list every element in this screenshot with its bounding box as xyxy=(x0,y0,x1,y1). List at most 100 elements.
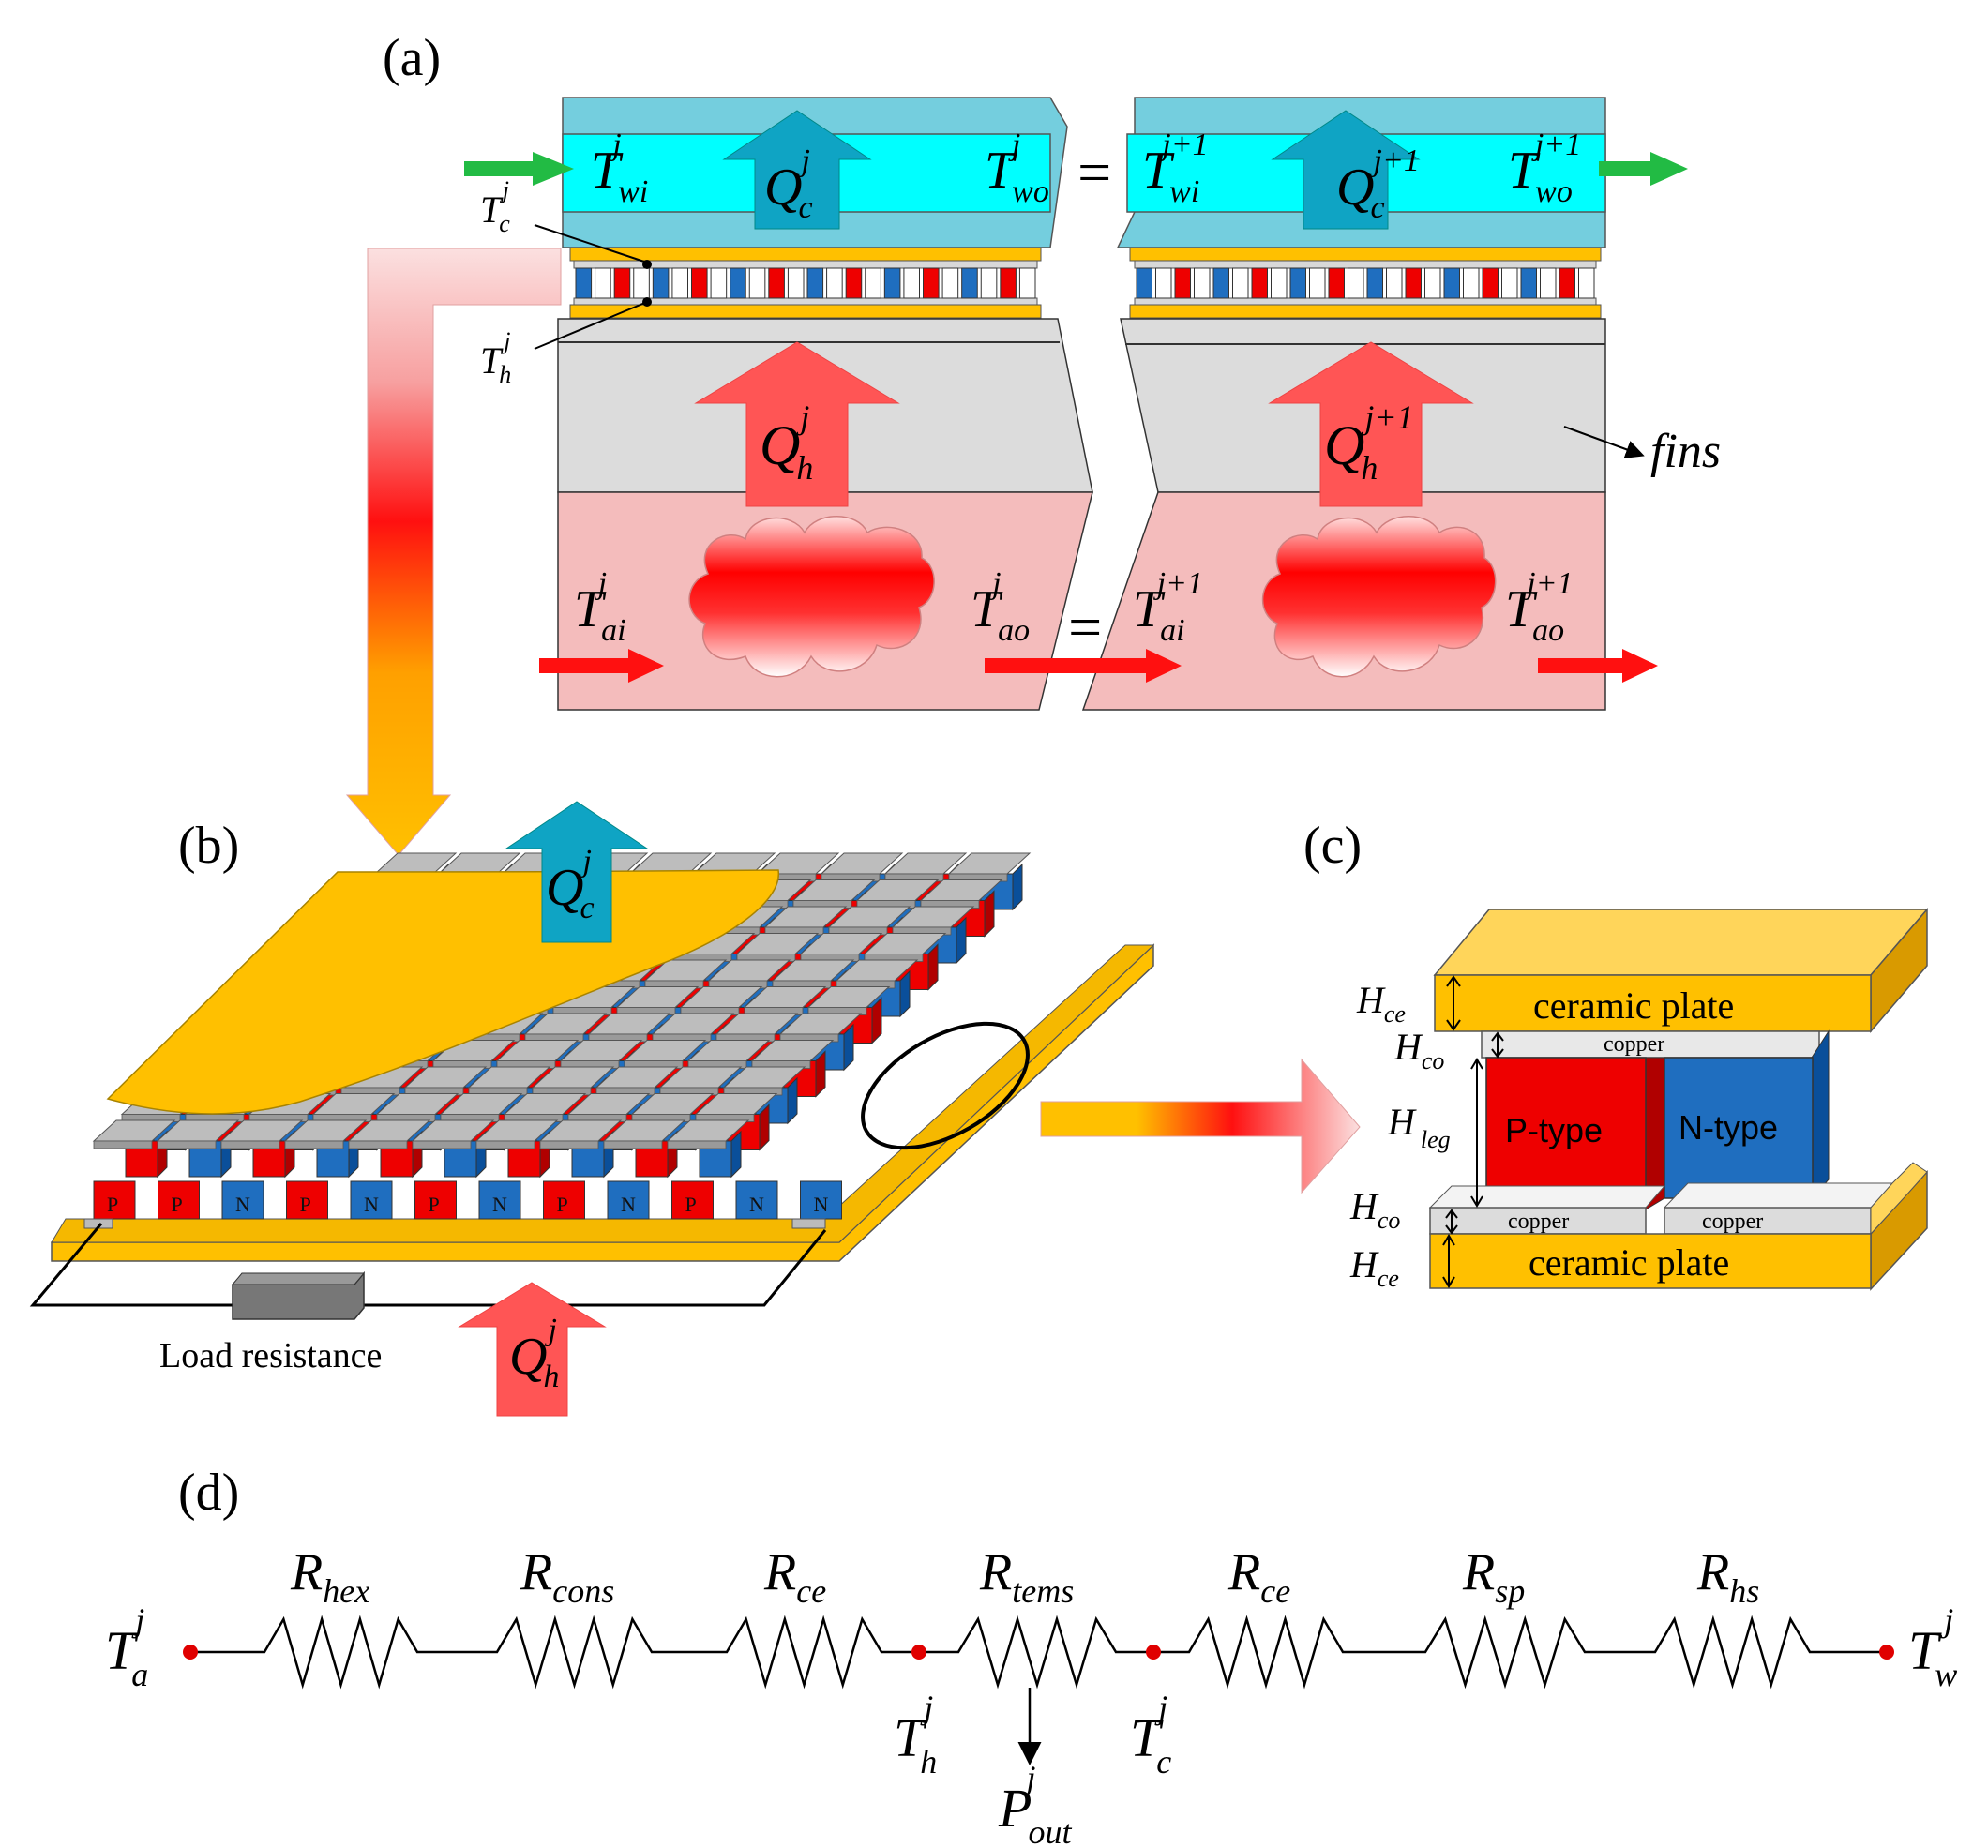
front-leg-letter: P xyxy=(429,1193,440,1216)
te-leg xyxy=(730,267,746,299)
node-dot xyxy=(1879,1645,1894,1660)
te-legs-left xyxy=(573,260,1038,306)
ceramic-bottom-label: ceramic plate xyxy=(1529,1241,1729,1284)
qh-arrow-right xyxy=(1268,341,1474,507)
front-leg xyxy=(607,1180,650,1220)
t-h-node-label: Thj xyxy=(894,1689,937,1780)
te-leg xyxy=(845,267,863,299)
te-leg xyxy=(1212,267,1229,299)
copper-strip xyxy=(1134,297,1597,306)
t-ai-right: Taij+1 xyxy=(1133,566,1203,648)
resistor-label: Rsp xyxy=(1462,1543,1525,1610)
te-leg xyxy=(1000,267,1017,299)
leg-cap-edge xyxy=(539,1140,599,1149)
te-leg xyxy=(671,267,689,299)
load-resistance-label: Load resistance xyxy=(159,1336,382,1375)
te-leg xyxy=(1386,267,1403,299)
leg-side xyxy=(843,1023,854,1072)
leg-side xyxy=(984,890,995,938)
resistor-label: Rhs xyxy=(1696,1543,1759,1610)
resistor-label: Rhex xyxy=(290,1543,369,1610)
zoom-gradient-arrow xyxy=(1040,1058,1361,1194)
ceramic-top-face xyxy=(1433,909,1929,976)
t-c-label: Tcj xyxy=(480,176,510,237)
n-type-label: N-type xyxy=(1679,1108,1778,1147)
copper-br-top xyxy=(1663,1182,1896,1209)
front-leg-letter: N xyxy=(364,1193,379,1216)
qh-arrow-left xyxy=(694,341,900,507)
te-leg xyxy=(748,267,766,299)
te-leg xyxy=(1501,267,1518,299)
leg-cap-edge xyxy=(475,1140,535,1149)
leg-side xyxy=(759,1104,770,1151)
front-leg-letter: N xyxy=(814,1193,829,1216)
equals-water: = xyxy=(1074,139,1114,205)
leg-cap-edge xyxy=(412,1140,472,1149)
bottom-ceramic-top xyxy=(51,944,1155,1243)
leg-side xyxy=(871,997,882,1044)
node-dot xyxy=(1146,1645,1161,1660)
front-leg-letter: N xyxy=(749,1193,764,1216)
water-inlet-arrow xyxy=(464,152,574,186)
front-leg-letter: N xyxy=(621,1193,636,1216)
resistor-label: Rcons xyxy=(520,1543,614,1610)
copper-br-label: copper xyxy=(1702,1209,1763,1234)
front-leg xyxy=(286,1180,328,1220)
front-leg xyxy=(543,1180,585,1220)
te-leg xyxy=(1289,267,1306,299)
th-dot xyxy=(642,297,652,307)
tc-dot xyxy=(642,260,652,269)
terminal-right xyxy=(791,1218,826,1229)
te-leg xyxy=(1424,267,1441,299)
air-outlet-arrow xyxy=(1538,649,1658,683)
te-leg xyxy=(1578,267,1595,299)
te-leg xyxy=(1482,267,1499,299)
te-leg xyxy=(1405,267,1422,299)
p-type-label: P-type xyxy=(1505,1111,1603,1149)
front-leg xyxy=(671,1180,714,1220)
ceramic-bottom-front xyxy=(1429,1233,1872,1289)
te-leg xyxy=(826,267,843,299)
node-labels: Taj Thj Tcj Twj Poutj xyxy=(105,1601,1957,1848)
leg-cap-edge xyxy=(603,1140,663,1149)
te-leg xyxy=(575,267,593,299)
front-leg xyxy=(93,1180,136,1220)
panel-a-label: (a) xyxy=(383,29,441,87)
t-a-label: Taj xyxy=(105,1601,148,1693)
hot-cloud-right xyxy=(1261,516,1497,678)
leg-cap-edge xyxy=(157,1140,217,1149)
te-leg xyxy=(1559,267,1575,299)
t-ai-left: Taij xyxy=(574,566,626,648)
qh-label-right: Qhj+1 xyxy=(1324,398,1414,487)
qc-label-left: Qcj xyxy=(764,143,813,225)
fins-label: fins xyxy=(1650,425,1721,478)
te-leg xyxy=(1348,267,1364,299)
te-leg xyxy=(768,267,785,299)
qh-arrow-b xyxy=(458,1282,607,1417)
leg-side xyxy=(927,943,939,991)
te-legs-right xyxy=(1134,260,1597,306)
panel-a: (a) xyxy=(345,29,1721,856)
t-c-node-label: Tcj xyxy=(1130,1689,1171,1780)
ceramic-top-label: ceramic plate xyxy=(1533,984,1734,1027)
panel-b-label: (b) xyxy=(178,817,239,875)
te-leg xyxy=(710,267,728,299)
leg-side xyxy=(899,969,911,1018)
leg-cap-edge xyxy=(220,1140,280,1149)
front-leg xyxy=(350,1180,393,1220)
te-leg xyxy=(1194,267,1211,299)
te-leg xyxy=(941,267,959,299)
te-leg xyxy=(806,267,824,299)
te-leg xyxy=(1463,267,1480,299)
leg-cap-edge xyxy=(667,1140,727,1149)
te-leg xyxy=(1174,267,1191,299)
panel-c-label: (c) xyxy=(1303,817,1362,875)
copper-bottom-right xyxy=(1664,1207,1872,1235)
te-leg xyxy=(1328,267,1345,299)
load-resistor-top xyxy=(231,1272,366,1285)
leg-side xyxy=(956,916,967,965)
